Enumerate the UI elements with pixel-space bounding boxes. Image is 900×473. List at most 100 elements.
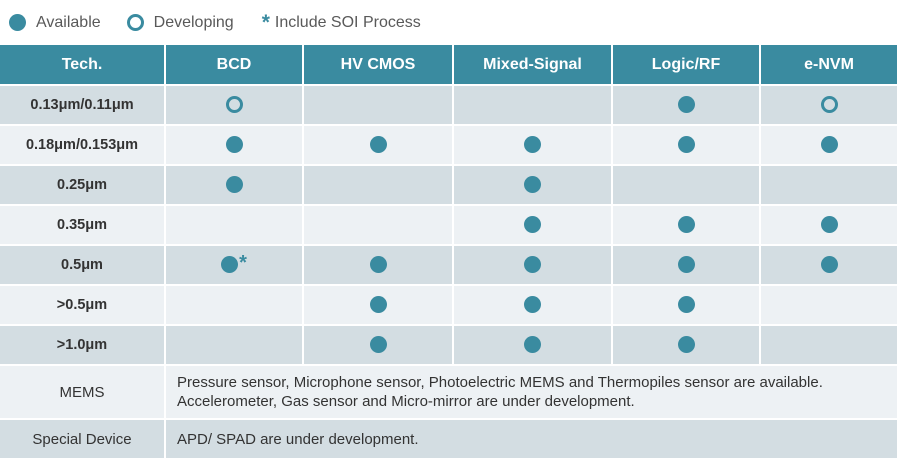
status-cell xyxy=(165,165,304,206)
soi-star-icon: * xyxy=(239,252,247,274)
status-cell xyxy=(303,205,454,246)
device-description-cell: Pressure sensor, Microphone sensor, Phot… xyxy=(165,365,897,420)
available-dot-icon xyxy=(820,256,838,274)
legend-item-developing: Developing xyxy=(126,13,234,32)
tech-node-label: >0.5μm xyxy=(0,285,166,326)
legend: Available Developing * Include SOI Proce… xyxy=(0,0,900,45)
table-header-row: Tech. BCD HV CMOS Mixed-Signal Logic/RF … xyxy=(0,45,897,86)
status-cell xyxy=(303,85,454,126)
developing-circle-icon xyxy=(820,96,838,114)
table-row: 0.5μm * xyxy=(0,245,897,286)
status-cell xyxy=(165,285,304,326)
available-dot-icon xyxy=(225,176,243,194)
column-header-bcd: BCD xyxy=(165,45,304,86)
legend-available-label: Available xyxy=(36,13,101,31)
available-dot-icon xyxy=(524,256,541,274)
status-cell xyxy=(303,285,454,326)
table-row: >0.5μm xyxy=(0,285,897,326)
status-cell xyxy=(453,325,613,366)
status-cell xyxy=(760,325,897,366)
status-cell xyxy=(612,85,761,126)
device-category-label: MEMS xyxy=(0,365,166,420)
column-header-logic-rf: Logic/RF xyxy=(612,45,761,86)
column-header-e-nvm: e-NVM xyxy=(760,45,897,86)
table-row: 0.25μm xyxy=(0,165,897,206)
table-row: 0.18μm/0.153μm xyxy=(0,125,897,166)
soi-star-icon: * xyxy=(261,10,270,34)
available-dot-icon xyxy=(369,136,387,154)
available-dot-icon xyxy=(225,136,243,154)
tech-node-label: 0.13μm/0.11μm xyxy=(0,85,166,126)
status-cell xyxy=(453,165,613,206)
status-cell xyxy=(760,285,897,326)
available-dot-icon xyxy=(369,296,387,314)
status-cell: * xyxy=(165,245,304,286)
table-row: 0.13μm/0.11μm xyxy=(0,85,897,126)
status-cell xyxy=(303,245,454,286)
status-cell xyxy=(303,125,454,166)
status-cell xyxy=(303,165,454,206)
device-description-line: APD/ SPAD are under development. xyxy=(177,430,419,448)
status-cell xyxy=(453,125,613,166)
status-cell xyxy=(165,125,304,166)
available-dot-icon xyxy=(524,296,541,314)
status-cell xyxy=(612,125,761,166)
available-dot-icon xyxy=(677,336,695,354)
tech-node-label: 0.5μm xyxy=(0,245,166,286)
status-cell xyxy=(612,325,761,366)
device-description-cell: APD/ SPAD are under development. xyxy=(165,419,897,460)
device-description-line: Accelerometer, Gas sensor and Micro-mirr… xyxy=(177,393,635,410)
tech-node-label: 0.35μm xyxy=(0,205,166,246)
available-dot-icon xyxy=(677,216,695,234)
developing-circle-icon xyxy=(225,96,243,114)
tech-availability-table: Tech. BCD HV CMOS Mixed-Signal Logic/RF … xyxy=(0,45,897,460)
legend-developing-label: Developing xyxy=(153,13,234,31)
available-dot-icon xyxy=(524,136,541,154)
legend-item-soi: * Include SOI Process xyxy=(261,10,421,34)
status-cell xyxy=(612,205,761,246)
table-row: 0.35μm xyxy=(0,205,897,246)
status-cell xyxy=(612,285,761,326)
status-cell xyxy=(453,85,613,126)
table-row: Special Device APD/ SPAD are under develo… xyxy=(0,419,897,460)
column-header-tech: Tech. xyxy=(0,45,166,86)
available-dot-icon xyxy=(677,256,695,274)
tech-node-label: >1.0μm xyxy=(0,325,166,366)
available-dot-icon xyxy=(677,136,695,154)
status-cell xyxy=(760,85,897,126)
device-category-label: Special Device xyxy=(0,419,166,460)
developing-circle-icon xyxy=(126,14,144,31)
available-dot-icon xyxy=(820,136,838,154)
legend-item-available: Available xyxy=(9,14,101,32)
status-cell xyxy=(165,85,304,126)
available-dot-icon xyxy=(677,96,695,114)
available-dot-icon xyxy=(677,296,695,314)
device-description-line: Pressure sensor, Microphone sensor, Phot… xyxy=(177,374,823,391)
available-dot-icon xyxy=(524,176,541,194)
column-header-hv-cmos: HV CMOS xyxy=(303,45,454,86)
tech-node-label: 0.18μm/0.153μm xyxy=(0,125,166,166)
legend-soi-label: Include SOI Process xyxy=(274,13,421,31)
status-cell xyxy=(453,205,613,246)
available-dot-icon xyxy=(524,216,541,234)
status-cell xyxy=(303,325,454,366)
available-dot-icon xyxy=(369,336,387,354)
status-cell xyxy=(165,205,304,246)
status-cell xyxy=(165,325,304,366)
status-cell xyxy=(453,245,613,286)
status-cell xyxy=(612,165,761,206)
status-cell xyxy=(453,285,613,326)
available-dot-icon xyxy=(221,256,239,274)
available-dot-icon xyxy=(820,216,838,234)
table-row: MEMS Pressure sensor, Microphone sensor, … xyxy=(0,365,897,420)
status-cell xyxy=(612,245,761,286)
available-dot-icon xyxy=(524,336,541,354)
status-cell xyxy=(760,205,897,246)
available-dot-icon xyxy=(9,14,26,31)
column-header-mixed-signal: Mixed-Signal xyxy=(453,45,613,86)
status-cell xyxy=(760,165,897,206)
table-row: >1.0μm xyxy=(0,325,897,366)
status-cell xyxy=(760,125,897,166)
status-cell xyxy=(760,245,897,286)
